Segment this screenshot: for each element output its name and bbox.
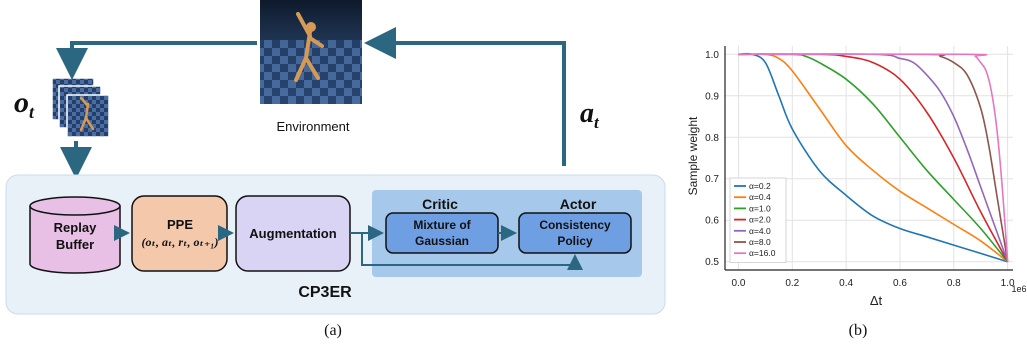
y-tick-label: 1.0 <box>705 50 719 61</box>
caption-a: (a) <box>324 322 342 339</box>
caption-b: (b) <box>849 322 868 339</box>
consistency-policy-box <box>518 212 632 254</box>
series-line <box>738 53 1009 263</box>
chart-axes <box>724 46 1013 271</box>
y-axis-label: Sample weight <box>686 116 700 195</box>
actor-label: Actor <box>560 196 597 212</box>
y-tick-label: 0.8 <box>705 133 719 144</box>
y-tick-label: 0.9 <box>705 91 719 102</box>
action-arrow <box>364 27 566 166</box>
critic-label: Critic <box>422 196 458 212</box>
cp3er-label: CP3ER <box>298 284 352 301</box>
legend-entry: α=0.4 <box>749 192 771 202</box>
series-line <box>738 52 1008 263</box>
chart-lines <box>738 52 1009 263</box>
replay-buffer <box>29 196 121 274</box>
mixture-label-2: Gaussian <box>415 234 469 248</box>
mixture-label-1: Mixture of <box>413 218 471 232</box>
x-axis-label: Δt <box>870 293 883 308</box>
observation-stack <box>51 77 110 138</box>
legend-entry: α=1.0 <box>749 203 771 213</box>
x-tick-label: 0.4 <box>839 278 853 289</box>
framework-diagram: Environment ot at CP3ER <box>5 0 666 339</box>
replay-buffer-label-2: Buffer <box>56 237 94 252</box>
ppe-title: PPE <box>167 217 193 232</box>
legend-entry: α=16.0 <box>749 248 776 258</box>
augmentation-label: Augmentation <box>249 226 336 241</box>
legend-entry: α=4.0 <box>749 226 771 236</box>
x-tick-label: 0.8 <box>947 278 961 289</box>
x-tick-label: 1.0 <box>1001 278 1015 289</box>
legend-entry: α=0.2 <box>749 181 771 191</box>
chart-legend: α=0.2α=0.4α=1.0 α=2.0α=4.0α=8.0α=16.0 <box>729 177 787 263</box>
series-line <box>738 53 1009 262</box>
series-line <box>738 53 1009 262</box>
legend-entry: α=2.0 <box>749 215 771 225</box>
y-tick-label: 0.7 <box>705 174 719 185</box>
x-tick-label: 0.0 <box>732 278 746 289</box>
action-label: at <box>580 98 600 132</box>
observation-arrow <box>56 41 257 80</box>
x-scale-note: 1e6 <box>1011 284 1026 294</box>
x-tick-label: 0.6 <box>893 278 907 289</box>
x-tick-label: 0.2 <box>785 278 799 289</box>
ppe-box <box>131 195 228 272</box>
legend-entry: α=8.0 <box>749 237 771 247</box>
y-tick-label: 0.5 <box>705 257 719 268</box>
replay-buffer-label-1: Replay <box>54 220 97 235</box>
environment-label: Environment <box>277 119 350 134</box>
sample-weight-chart: 0.0 0.2 0.4 0.6 0.8 1.0 0.5 0.6 0.7 0.8 0.9 1.0 α=0… <box>686 46 1027 339</box>
chart-ticks: 0.0 0.2 0.4 0.6 0.8 1.0 0.5 0.6 0.7 0.8 0.9 1.0 <box>705 50 1015 289</box>
consistency-label-2: Policy <box>557 234 593 248</box>
ppe-tuple: (oₜ, aₜ, rₜ, oₜ₊₁) <box>142 235 219 249</box>
series-line <box>738 53 1009 263</box>
y-tick-label: 0.6 <box>705 216 719 227</box>
observation-label: ot <box>14 86 35 122</box>
environment-image <box>260 0 362 104</box>
consistency-label-1: Consistency <box>539 218 611 232</box>
